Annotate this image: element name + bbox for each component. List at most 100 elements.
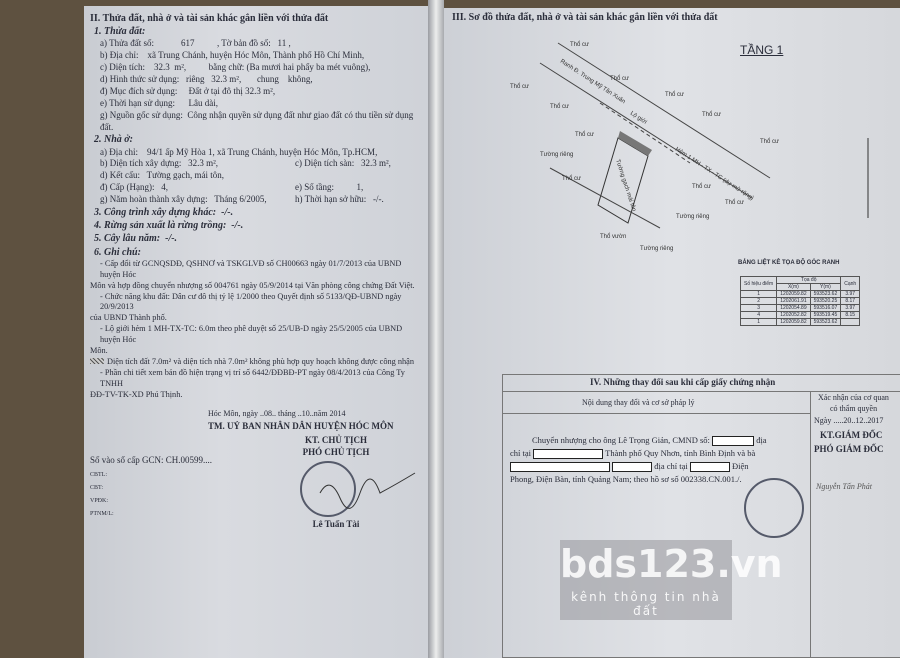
note-line: - Cấp đổi từ GCNQSDĐ, QSHNƠ và TSKGLVĐ s…	[100, 258, 404, 279]
redacted-box	[510, 462, 610, 473]
watermark: bds123.vn kênh thông tin nhà đất	[560, 540, 783, 620]
cell: 593520.25	[809, 297, 842, 305]
coord-table-title: BẢNG LIỆT KÊ TỌA ĐỘ GÓC RANH	[738, 260, 840, 266]
notes-heading: 6. Ghi chú:	[94, 246, 141, 258]
cell: 1202054.89	[776, 304, 811, 312]
confirm-signer: Nguyễn Tấn Phát	[816, 482, 872, 491]
road-line	[557, 42, 771, 179]
map-label: Tường riêng	[540, 152, 573, 158]
changes-col2-line2: có thẩm quyền	[830, 404, 878, 413]
issue-date: Hóc Môn, ngày ..08.. tháng ..10..năm 201…	[208, 408, 346, 418]
house-line: a) Địa chỉ: 94/1 ấp Mỹ Hòa 1, xã Trung C…	[100, 146, 378, 157]
house-line: đ) Cấp (Hạng): 4,	[100, 182, 168, 193]
official-seal	[300, 461, 356, 518]
house-line: b) Diện tích xây dựng: 32.3 m²,	[100, 158, 219, 169]
note-line: ĐĐ-TV-TK-XD Phú Thịnh.	[90, 389, 183, 399]
left-content: II. Thửa đất, nhà ở và tài sản khác gắn …	[90, 12, 422, 531]
house-row: g) Năm hoàn thành xây dựng: Tháng 6/2005…	[90, 194, 422, 206]
sign-title-1: KT. CHỦ TỊCH	[305, 435, 367, 446]
map-label: Thổ vườn	[600, 233, 626, 240]
map-label: Thổ cư	[692, 183, 711, 190]
col-y: Y(m)	[809, 283, 842, 291]
change-content: Chuyển nhượng cho ông Lê Trọng Giản, CMN…	[510, 434, 806, 486]
confirm-date: Ngày .....20..12..2017	[814, 416, 884, 425]
change-line: Chuyển nhượng cho ông Lê Trọng Giản, CMN…	[510, 434, 806, 447]
redacted-box	[612, 462, 653, 473]
divider	[502, 391, 900, 392]
change-line: Phong, Điện Bàn, tỉnh Quảng Nam; theo hồ…	[510, 474, 742, 484]
col-point: Số hiệu điểm	[739, 276, 778, 291]
map-label: Thổ cư	[610, 75, 629, 82]
section-2-heading: II. Thửa đất, nhà ở và tài sản khác gắn …	[90, 13, 329, 24]
text: Chuyển nhượng cho ông Lê Trọng Giản, CMN…	[532, 435, 710, 445]
registry-column: Số vào sổ cấp GCN: CH.00599.... CBTL: CB…	[90, 435, 250, 531]
land-line: đ) Mục đích sử dụng: Đất ở tại đô thị 32…	[100, 85, 276, 96]
note-line: Môn và hợp đồng chuyển nhượng số 004761 …	[90, 280, 415, 290]
road-line	[539, 62, 753, 199]
note-line: của UBND Thành phố.	[90, 313, 167, 323]
cell: 593523.62	[809, 290, 842, 298]
land-line: b) Địa chỉ: xã Trung Chánh, huyện Hóc Mô…	[100, 50, 365, 61]
cell: 3	[739, 304, 778, 312]
map-label: Thổ cư	[665, 91, 684, 98]
boundary-line	[549, 167, 661, 229]
house-line: c) Diện tích sàn: 32.3 m²,	[295, 158, 391, 169]
code-vpdk: VPĐK:	[90, 497, 109, 504]
cell: 4	[739, 311, 778, 319]
confirm-title-2: PHÓ GIÁM ĐỐC	[814, 444, 884, 454]
sign-title-2: PHÓ CHỦ TỊCH	[302, 447, 370, 458]
map-label: Tường riêng	[676, 214, 709, 220]
cell: 1202061.91	[776, 297, 811, 305]
text: địa	[756, 435, 767, 445]
redacted-box	[533, 449, 604, 460]
change-line: địa chỉ tại Điện	[510, 460, 806, 473]
signature	[319, 472, 416, 509]
forest: 4. Rừng sản xuất là rừng trồng: -/-.	[94, 220, 244, 232]
note-line: - Phần chi tiết xem bản đồ hiện trạng vị…	[100, 368, 407, 388]
redacted-box	[712, 436, 755, 447]
cell: 3.97	[840, 290, 861, 298]
cell: 593523.62	[809, 318, 842, 326]
land-line: a) Thửa đất số: 617 , Tờ bản đồ số: 11 ,	[100, 38, 291, 49]
map-label: Thổ cư	[510, 83, 529, 90]
section-3-heading: III. Sơ đồ thửa đất, nhà ở và tài sản kh…	[452, 12, 718, 23]
divider	[810, 391, 811, 658]
note-line-hatched: Diện tích đất 7.0m² và diện tích nhà 7.0…	[90, 357, 422, 368]
house-line: h) Thời hạn sở hữu: -/-.	[295, 194, 384, 205]
cell: 1202059.82	[776, 290, 811, 298]
signature-column: KT. CHỦ TỊCH PHÓ CHỦ TỊCH Lê Tuấn Tài	[250, 435, 422, 531]
cell: 1	[739, 318, 778, 326]
map-label: Tường riêng	[640, 246, 673, 252]
map-label: Thổ cư	[760, 138, 779, 145]
map-label: Thổ cư	[570, 41, 589, 48]
cell: 1202052.82	[776, 311, 811, 319]
left-page: II. Thửa đất, nhà ở và tài sản khác gắn …	[84, 6, 428, 658]
sign-row: Số vào sổ cấp GCN: CH.00599.... CBTL: CB…	[90, 435, 422, 531]
seal-area	[250, 459, 422, 519]
changes-title: IV. Những thay đổi sau khi cấp giấy chứn…	[590, 377, 776, 387]
cell: 1202059.82	[776, 318, 811, 326]
col-x: X(m)	[776, 283, 811, 291]
cell: 1	[739, 290, 778, 298]
note-line: - Chức năng khu đất: Dân cư đô thị tỷ lệ…	[100, 291, 404, 312]
cell: 593516.07	[809, 304, 842, 312]
house-heading: 2. Nhà ở:	[94, 134, 133, 146]
changes-col2-line1: Xác nhận của cơ quan	[818, 393, 889, 402]
map-label: Thổ cư	[575, 131, 594, 138]
road-label: Hẻm 1 MH - TX - TC (dự mở rộng)	[674, 146, 755, 202]
text: chỉ tại	[510, 448, 532, 458]
land-line: e) Thời hạn sử dụng: Lâu dài,	[100, 97, 218, 108]
hatched-area	[618, 131, 652, 156]
map-label: Thổ cư	[725, 199, 744, 206]
watermark-brand: bds123.vn	[560, 542, 783, 586]
spacer	[295, 170, 422, 182]
confirm-title-1: KT.GIÁM ĐỐC	[820, 430, 883, 440]
code-cbtl: CBTL:	[90, 472, 108, 479]
cell: 8.17	[840, 297, 861, 305]
floor-label: TẦNG 1	[740, 43, 784, 57]
house-row: d) Kết cấu: Tường gạch, mái tôn,	[90, 170, 422, 182]
